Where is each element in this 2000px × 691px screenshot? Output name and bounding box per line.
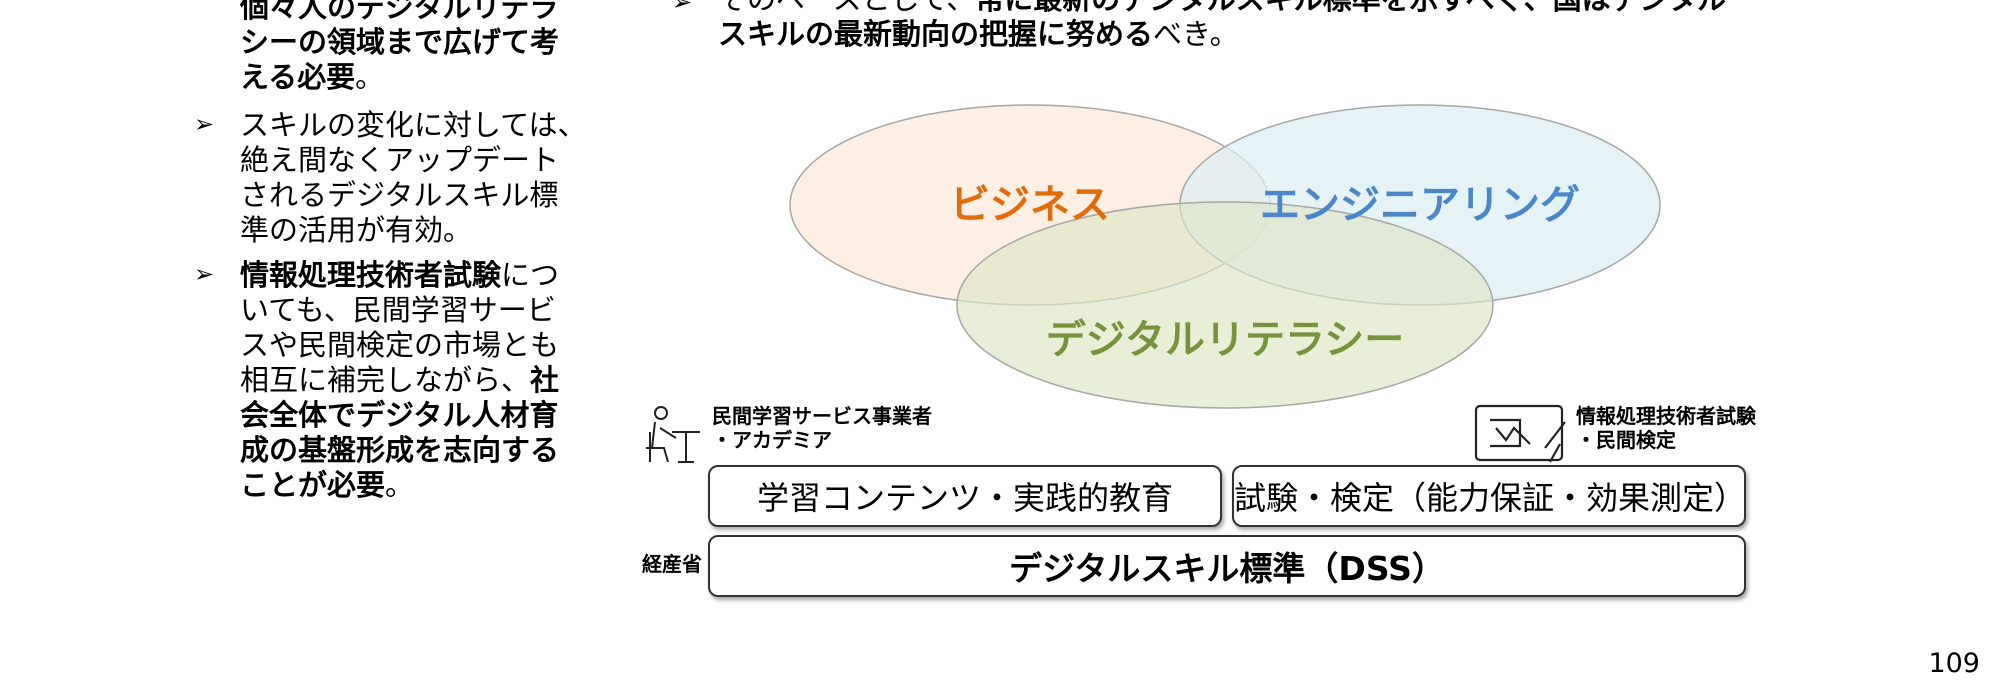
venn-business-label: ビジネス bbox=[950, 182, 1110, 228]
venn-literacy-circle bbox=[956, 201, 1494, 409]
venn-engineering-label: エンジニアリング bbox=[1260, 182, 1580, 228]
left-block-1-text: 個々人のデジタルリテラ シーの領域まで広げて考 える必要。 bbox=[240, 0, 560, 94]
whiteboard-icon bbox=[1474, 404, 1566, 463]
left-block-1: 個々人のデジタルリテラ シーの領域まで広げて考 える必要。 bbox=[240, 0, 559, 95]
exam-box: 試験・検定（能力保証・効果測定） bbox=[1232, 465, 1746, 527]
venn-literacy-label: デジタルリテラシー bbox=[1046, 317, 1404, 363]
learning-content-box: 学習コンテンツ・実践的教育 bbox=[708, 465, 1222, 527]
arrow-bullet-icon: ➢ bbox=[194, 110, 215, 138]
top-bullet: ➢ そのベースとして、常に最新のデジタルスキル標準を示すべく、国はデジタル スキ… bbox=[672, 0, 1778, 52]
person-at-desk-icon bbox=[646, 406, 700, 463]
exam-label: 情報処理技術者試験 ・民間検定 bbox=[1576, 404, 1756, 452]
arrow-bullet-icon: ➢ bbox=[672, 0, 693, 16]
page-number: 109 bbox=[1928, 648, 1980, 679]
left-bullet-2: ➢ 情報処理技術者試験につ いても、民間学習サービ スや民間検定の市場とも 相互… bbox=[194, 258, 560, 502]
private-learning-label: 民間学習サービス事業者 ・アカデミア bbox=[712, 404, 932, 452]
dss-box: デジタルスキル標準（DSS） bbox=[708, 535, 1746, 597]
left-bullet-1: ➢ スキルの変化に対しては、 絶え間なくアップデート されるデジタルスキル標 準… bbox=[194, 108, 587, 247]
arrow-bullet-icon: ➢ bbox=[194, 260, 215, 288]
